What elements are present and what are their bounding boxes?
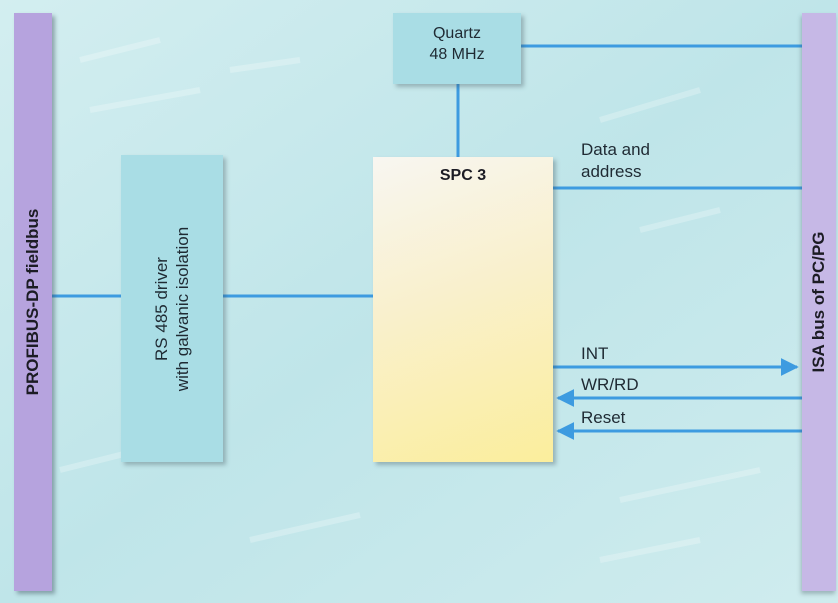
data-address-label-line2: address <box>581 162 642 181</box>
rs485-driver-line2: with galvanic isolation <box>173 226 192 391</box>
reset-label: Reset <box>581 408 626 427</box>
rs485-driver-box: RS 485 driver with galvanic isolation <box>121 155 223 462</box>
data-address-label-line1: Data and <box>581 140 650 159</box>
spc3-label: SPC 3 <box>439 167 487 184</box>
int-label: INT <box>581 344 609 363</box>
isa-bus-label: ISA bus of PC/PG <box>809 231 828 373</box>
background-texture <box>59 37 761 563</box>
rs485-driver-label: RS 485 driver with galvanic isolation <box>151 226 193 390</box>
quartz-label-line1: Quartz <box>432 25 481 42</box>
rs485-driver-line1: RS 485 driver <box>152 256 171 361</box>
isa-bus-bar: ISA bus of PC/PG <box>802 13 836 591</box>
wr-rd-label: WR/RD <box>581 375 639 394</box>
profibus-label: PROFIBUS-DP fieldbus <box>23 208 42 396</box>
quartz-box: Quartz 48 MHz <box>393 13 521 84</box>
profibus-bus-bar: PROFIBUS-DP fieldbus <box>14 13 52 591</box>
quartz-label-line2: 48 MHz <box>429 46 485 63</box>
spc3-controller-box: SPC 3 <box>373 157 553 462</box>
